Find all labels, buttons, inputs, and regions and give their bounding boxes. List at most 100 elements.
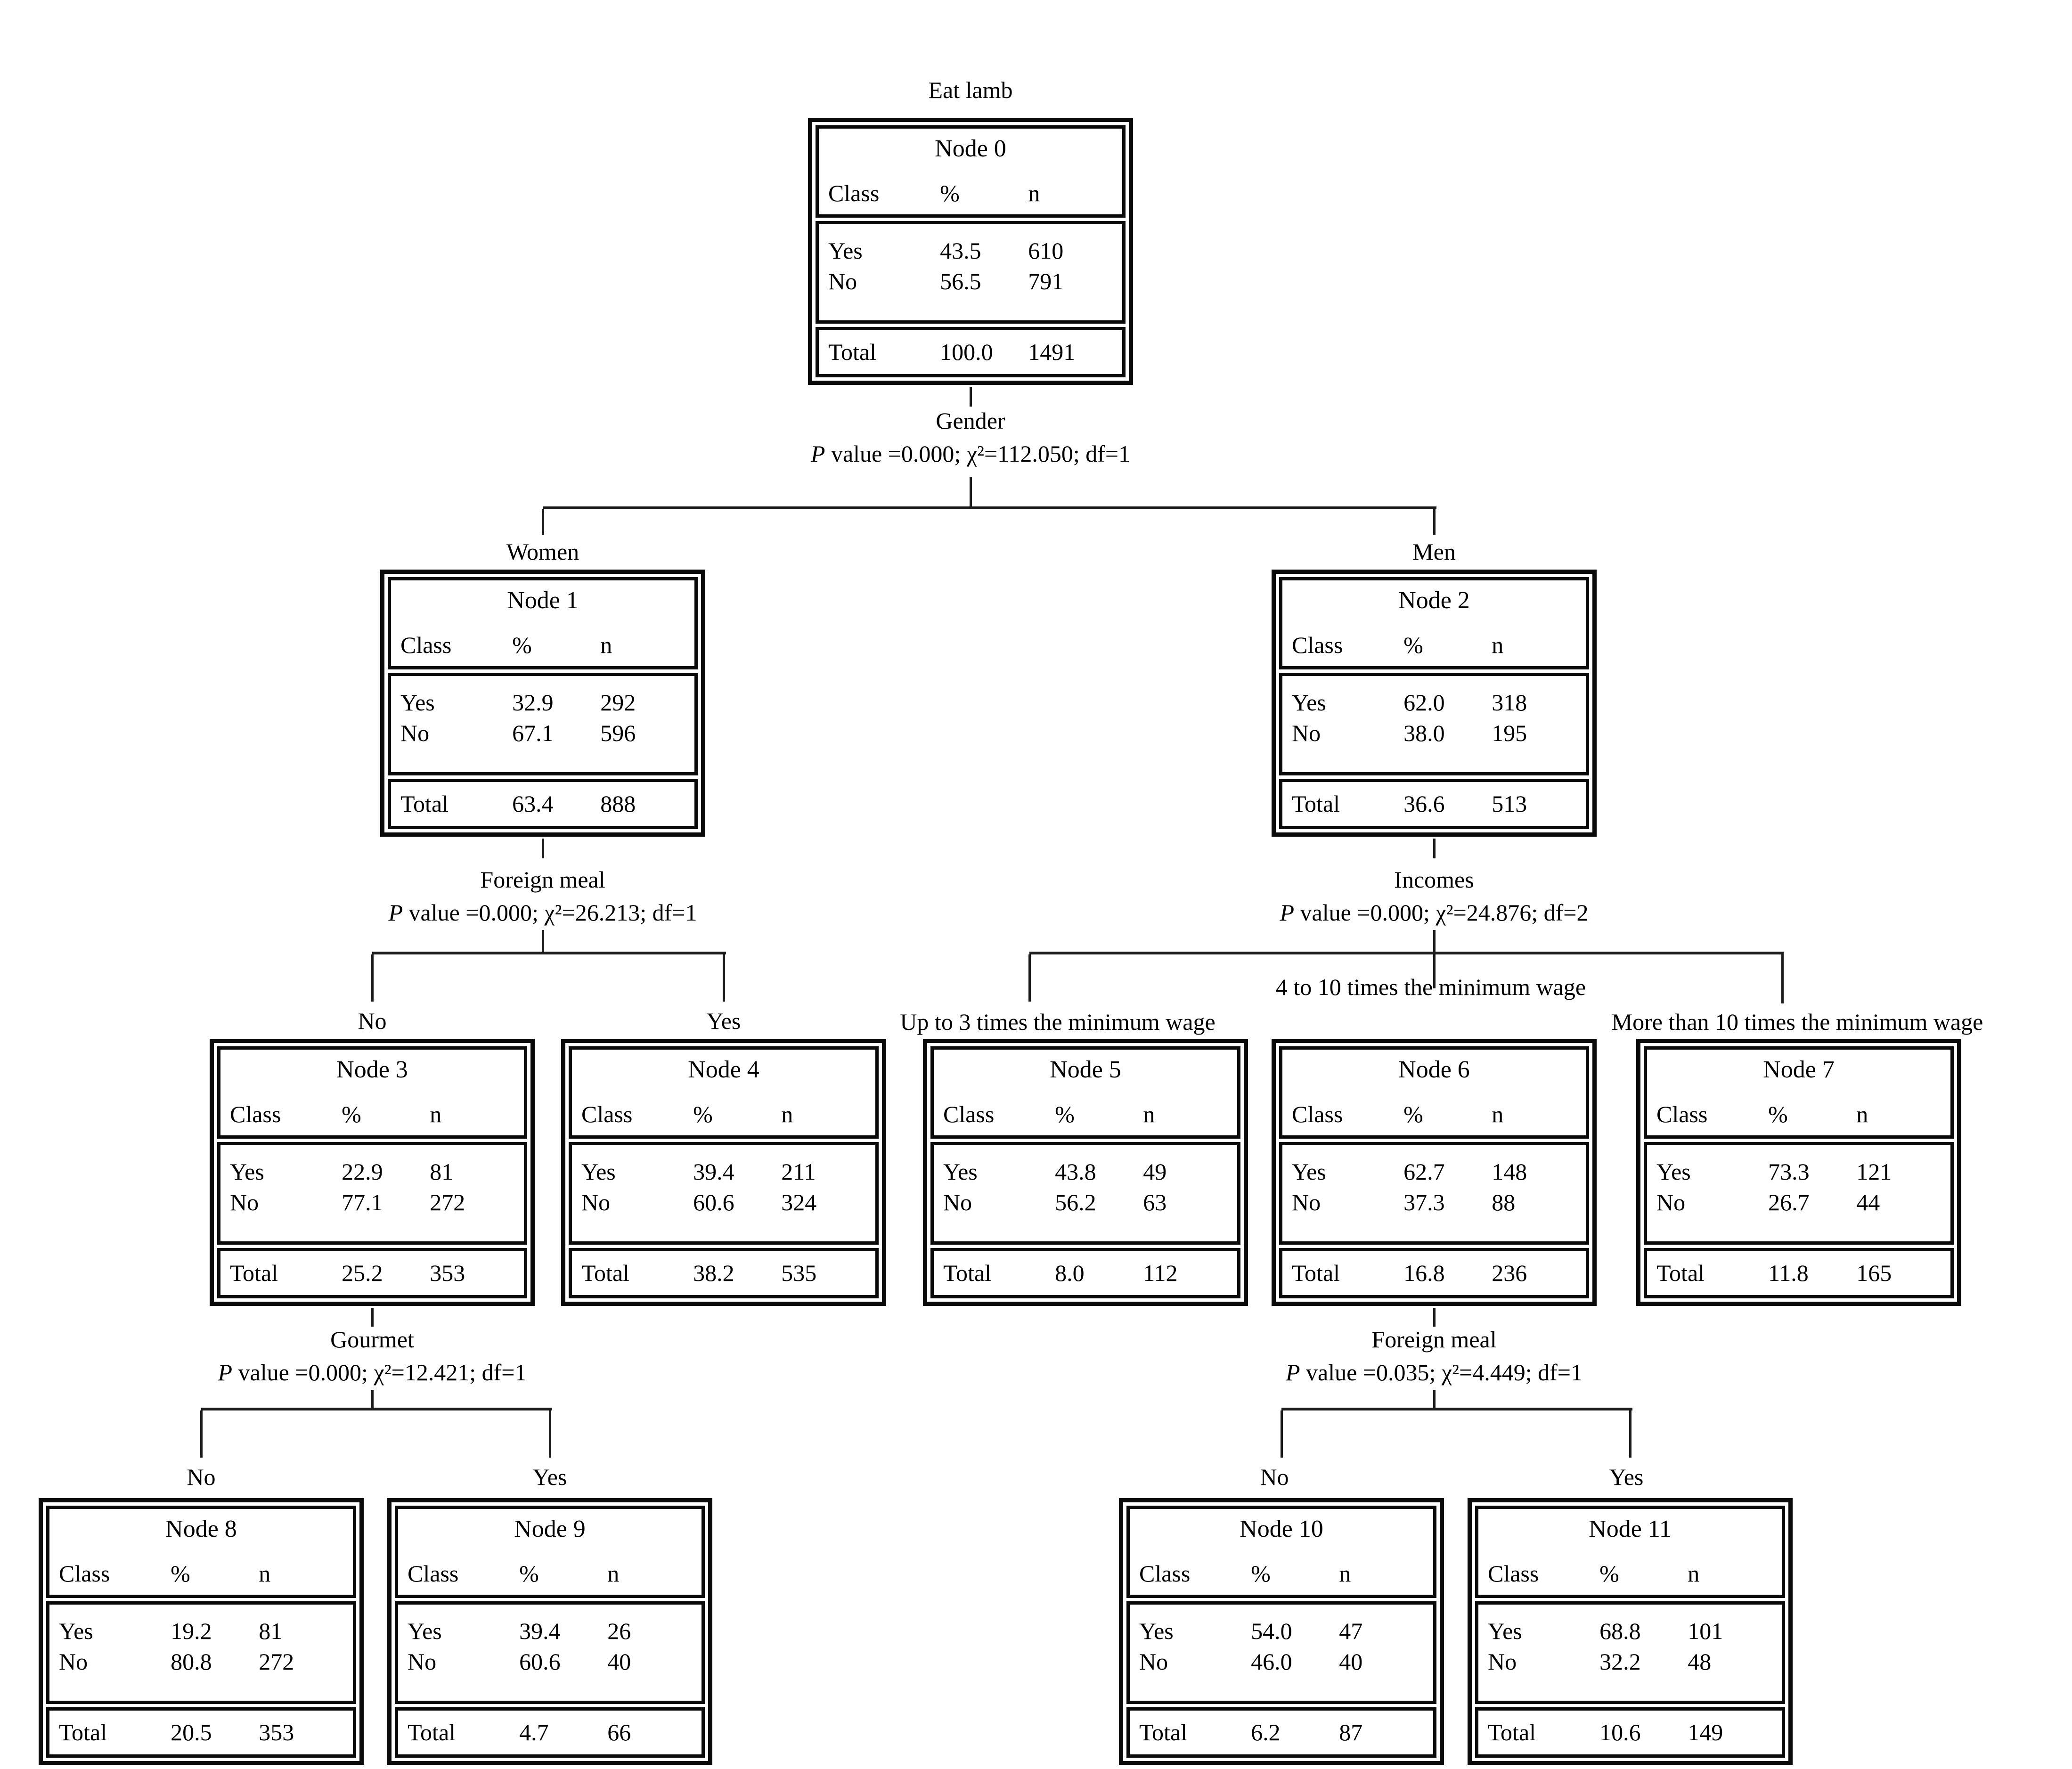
total-row: Total 8.0 112	[934, 1251, 1237, 1295]
no-percent-value: 38.0	[1403, 720, 1445, 746]
no-row: No 46.0 40	[1130, 1647, 1433, 1677]
column-header-row: Class % n	[49, 1558, 353, 1589]
class-column-header: Class	[408, 1560, 459, 1587]
no-n-value: 195	[1492, 720, 1527, 746]
yes-row: Yes 43.8 49	[934, 1157, 1237, 1187]
node-total-section: Total 63.4 888	[388, 779, 698, 829]
total-n-value: 165	[1856, 1260, 1892, 1286]
no-n-value: 324	[781, 1189, 817, 1215]
total-row: Total 10.6 149	[1478, 1711, 1782, 1754]
node-body-section: Yes 54.0 47 No 46.0 40	[1126, 1601, 1436, 1704]
yes-row: Yes 19.2 81	[49, 1616, 353, 1647]
n-column-header: n	[1492, 632, 1504, 658]
yes-percent-value: 73.3	[1768, 1158, 1810, 1185]
no-row-label: No	[1292, 720, 1321, 746]
node-total-section: Total 36.6 513	[1279, 779, 1589, 829]
no-n-value: 88	[1492, 1189, 1516, 1215]
total-percent-value: 6.2	[1251, 1719, 1281, 1745]
total-row-label: Total	[1139, 1719, 1188, 1745]
connector-line	[1028, 954, 1031, 1002]
node-total-section: Total 4.7 66	[395, 1707, 705, 1758]
node-title: Node 7	[1763, 1056, 1835, 1083]
yes-row-label: Yes	[1139, 1618, 1174, 1644]
class-column-header: Class	[1292, 1101, 1343, 1127]
no-row-label: No	[1292, 1189, 1321, 1215]
yes-row-label: Yes	[400, 689, 435, 716]
branch-label: Yes	[1609, 1464, 1644, 1490]
split-statistics: P value =0.000; χ²=112.050; df=1	[617, 437, 1324, 470]
node-title: Node 10	[1240, 1516, 1323, 1542]
percent-column-header: %	[1055, 1101, 1075, 1127]
total-percent-value: 10.6	[1599, 1719, 1641, 1745]
node-title: Node 6	[1398, 1056, 1470, 1083]
no-percent-value: 80.8	[171, 1648, 212, 1675]
total-row: Total 20.5 353	[49, 1711, 353, 1754]
percent-column-header: %	[342, 1101, 361, 1127]
no-row-label: No	[1656, 1189, 1686, 1215]
node-header-section: Node 5 Class % n	[930, 1046, 1240, 1139]
split-statistics: P value =0.035; χ²=4.449; df=1	[1081, 1356, 1787, 1389]
tree-node: Node 2 Class % n Yes 62.0 318 No 38.0 19…	[1272, 570, 1597, 837]
yes-percent-value: 32.9	[512, 689, 554, 716]
total-percent-value: 100.0	[940, 339, 993, 365]
split-stats-text: value =0.035; χ²=4.449; df=1	[1300, 1359, 1583, 1386]
percent-column-header: %	[512, 632, 532, 658]
tree-node: Node 6 Class % n Yes 62.7 148 No 37.3 88…	[1272, 1039, 1597, 1306]
yes-row: Yes 39.4 26	[398, 1616, 702, 1647]
column-header-row: Class % n	[398, 1558, 702, 1589]
yes-percent-value: 39.4	[693, 1158, 734, 1185]
n-column-header: n	[607, 1560, 620, 1587]
no-row-label: No	[59, 1648, 88, 1675]
total-row: Total 4.7 66	[398, 1711, 702, 1754]
column-header-row: Class % n	[391, 630, 694, 660]
p-value-symbol: P	[388, 899, 403, 926]
node-body-section: Yes 32.9 292 No 67.1 596	[388, 673, 698, 775]
yes-n-value: 81	[259, 1618, 283, 1644]
split-annotation: Incomes P value =0.000; χ²=24.876; df=2	[1081, 863, 1787, 929]
total-percent-value: 63.4	[512, 791, 554, 817]
class-column-header: Class	[400, 632, 452, 658]
branch-label: 4 to 10 times the minimum wage	[1275, 974, 1586, 1000]
percent-column-header: %	[693, 1101, 713, 1127]
n-column-header: n	[1143, 1101, 1155, 1127]
node-body-section: Yes 43.5 610 No 56.5 791	[816, 221, 1126, 324]
yes-row-label: Yes	[943, 1158, 978, 1185]
total-row-label: Total	[828, 339, 877, 365]
no-row-label: No	[1488, 1648, 1517, 1675]
no-percent-value: 32.2	[1599, 1648, 1641, 1675]
split-stats-text: value =0.000; χ²=112.050; df=1	[825, 440, 1131, 467]
total-percent-value: 38.2	[693, 1260, 734, 1286]
total-n-value: 513	[1492, 791, 1527, 817]
node-header-section: Node 2 Class % n	[1279, 577, 1589, 669]
node-total-section: Total 11.8 165	[1644, 1248, 1954, 1298]
branch-label: No	[358, 1008, 387, 1034]
no-row: No 67.1 596	[391, 718, 694, 749]
yes-percent-value: 43.8	[1055, 1158, 1096, 1185]
yes-n-value: 121	[1856, 1158, 1892, 1185]
class-column-header: Class	[1488, 1560, 1539, 1587]
split-variable-label: Incomes	[1394, 866, 1474, 893]
n-column-header: n	[1339, 1560, 1351, 1587]
node-total-section: Total 6.2 87	[1126, 1707, 1436, 1758]
branch-label: Up to 3 times the minimum wage	[900, 1009, 1215, 1035]
yes-row: Yes 22.9 81	[220, 1157, 524, 1187]
node-title: Node 8	[165, 1516, 237, 1542]
n-column-header: n	[1492, 1101, 1504, 1127]
no-row: No 38.0 195	[1282, 718, 1586, 749]
tree-node: Node 3 Class % n Yes 22.9 81 No 77.1 272…	[210, 1039, 535, 1306]
connector-line	[1433, 509, 1436, 535]
percent-column-header: %	[171, 1560, 190, 1587]
node-total-section: Total 38.2 535	[569, 1248, 879, 1298]
connector-line	[1629, 1410, 1631, 1458]
total-n-value: 353	[259, 1719, 294, 1745]
percent-column-header: %	[519, 1560, 539, 1587]
yes-percent-value: 19.2	[171, 1618, 212, 1644]
no-percent-value: 77.1	[342, 1189, 383, 1215]
total-n-value: 236	[1492, 1260, 1527, 1286]
total-percent-value: 8.0	[1055, 1260, 1085, 1286]
yes-row-label: Yes	[1656, 1158, 1691, 1185]
total-n-value: 888	[600, 791, 636, 817]
yes-row: Yes 39.4 211	[572, 1157, 875, 1187]
no-row-label: No	[230, 1189, 259, 1215]
